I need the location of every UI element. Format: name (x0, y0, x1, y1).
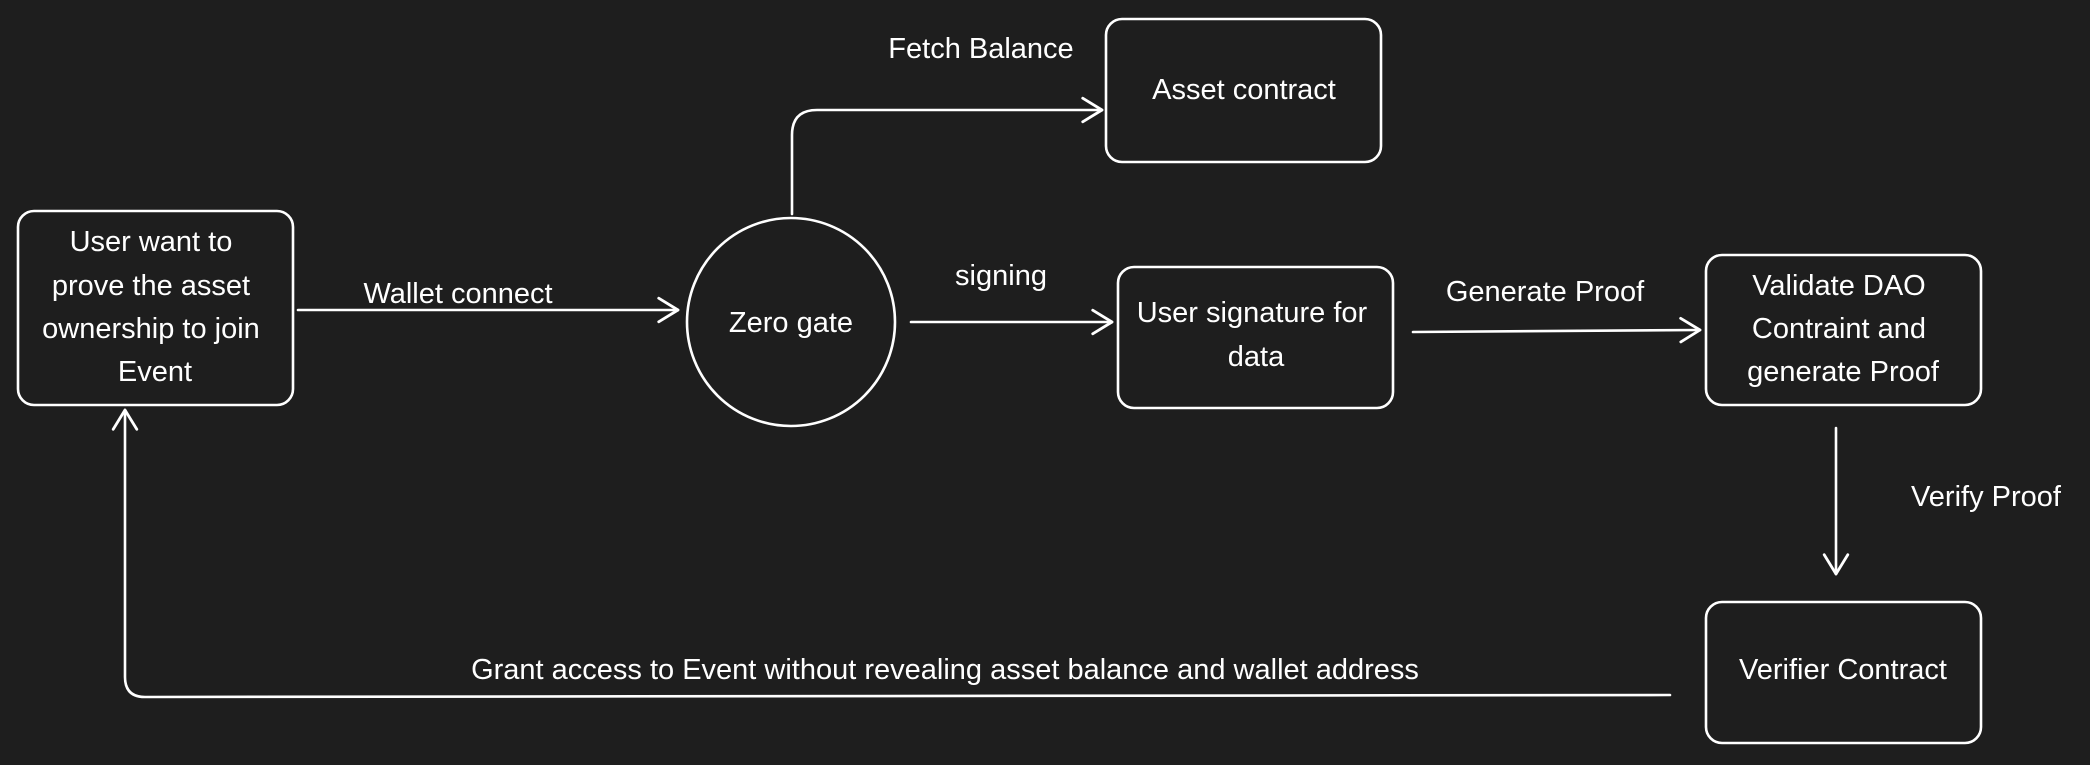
edge-verify-proof: Verify Proof (1822, 426, 2062, 576)
edge-generate-proof: Generate Proof (1411, 276, 1702, 344)
node-asset-contract: Asset contract (1104, 17, 1383, 164)
edge-grant-access-label: Grant access to Event without revealing … (471, 654, 1419, 686)
edge-fetch-balance-label: Fetch Balance (888, 33, 1073, 65)
node-user-signature-line-2: data (1228, 341, 1285, 373)
svg-text:Validate DAO Contraint a: Validate DAO Contraint and generate Proo… (1747, 270, 1940, 388)
node-asset-contract-label: Asset contract (1152, 74, 1336, 106)
edge-verify-proof-label: Verify Proof (1911, 481, 2062, 513)
edge-wallet-connect: Wallet connect (296, 278, 680, 324)
edge-signing-label: signing (955, 260, 1047, 292)
node-verifier-contract-label: Verifier Contract (1739, 654, 1947, 686)
node-user-line-2: prove the asset (52, 270, 250, 302)
node-verifier-contract: Verifier Contract (1704, 600, 1983, 745)
node-user-line-1: User want to (70, 226, 233, 258)
edge-signing: signing (909, 260, 1114, 336)
node-validate-dao-line-3: generate Proof (1747, 356, 1940, 388)
node-user: User want to prove the asset ownership t… (16, 209, 295, 407)
edge-fetch-balance: Fetch Balance (790, 33, 1104, 216)
node-user-line-3: ownership to join (42, 313, 260, 345)
edge-wallet-connect-label: Wallet connect (363, 278, 552, 310)
node-validate-dao-line-1: Validate DAO (1752, 270, 1926, 302)
node-user-line-4: Event (118, 356, 192, 388)
svg-text:User want to prove the a: User want to prove the asset ownership t… (42, 226, 268, 388)
edge-generate-proof-label: Generate Proof (1446, 276, 1645, 308)
node-zero-gate: Zero gate (685, 216, 897, 428)
node-validate-dao: Validate DAO Contraint and generate Proo… (1704, 253, 1983, 407)
node-validate-dao-line-2: Contraint and (1752, 313, 1926, 345)
node-user-signature-line-1: User signature for (1137, 297, 1368, 329)
edge-grant-access: Grant access to Event without revealing … (111, 408, 1672, 699)
node-zero-gate-label: Zero gate (729, 307, 853, 339)
node-user-signature: User signature for data (1116, 265, 1395, 410)
svg-text:User signature for data: User signature for data (1137, 297, 1376, 373)
